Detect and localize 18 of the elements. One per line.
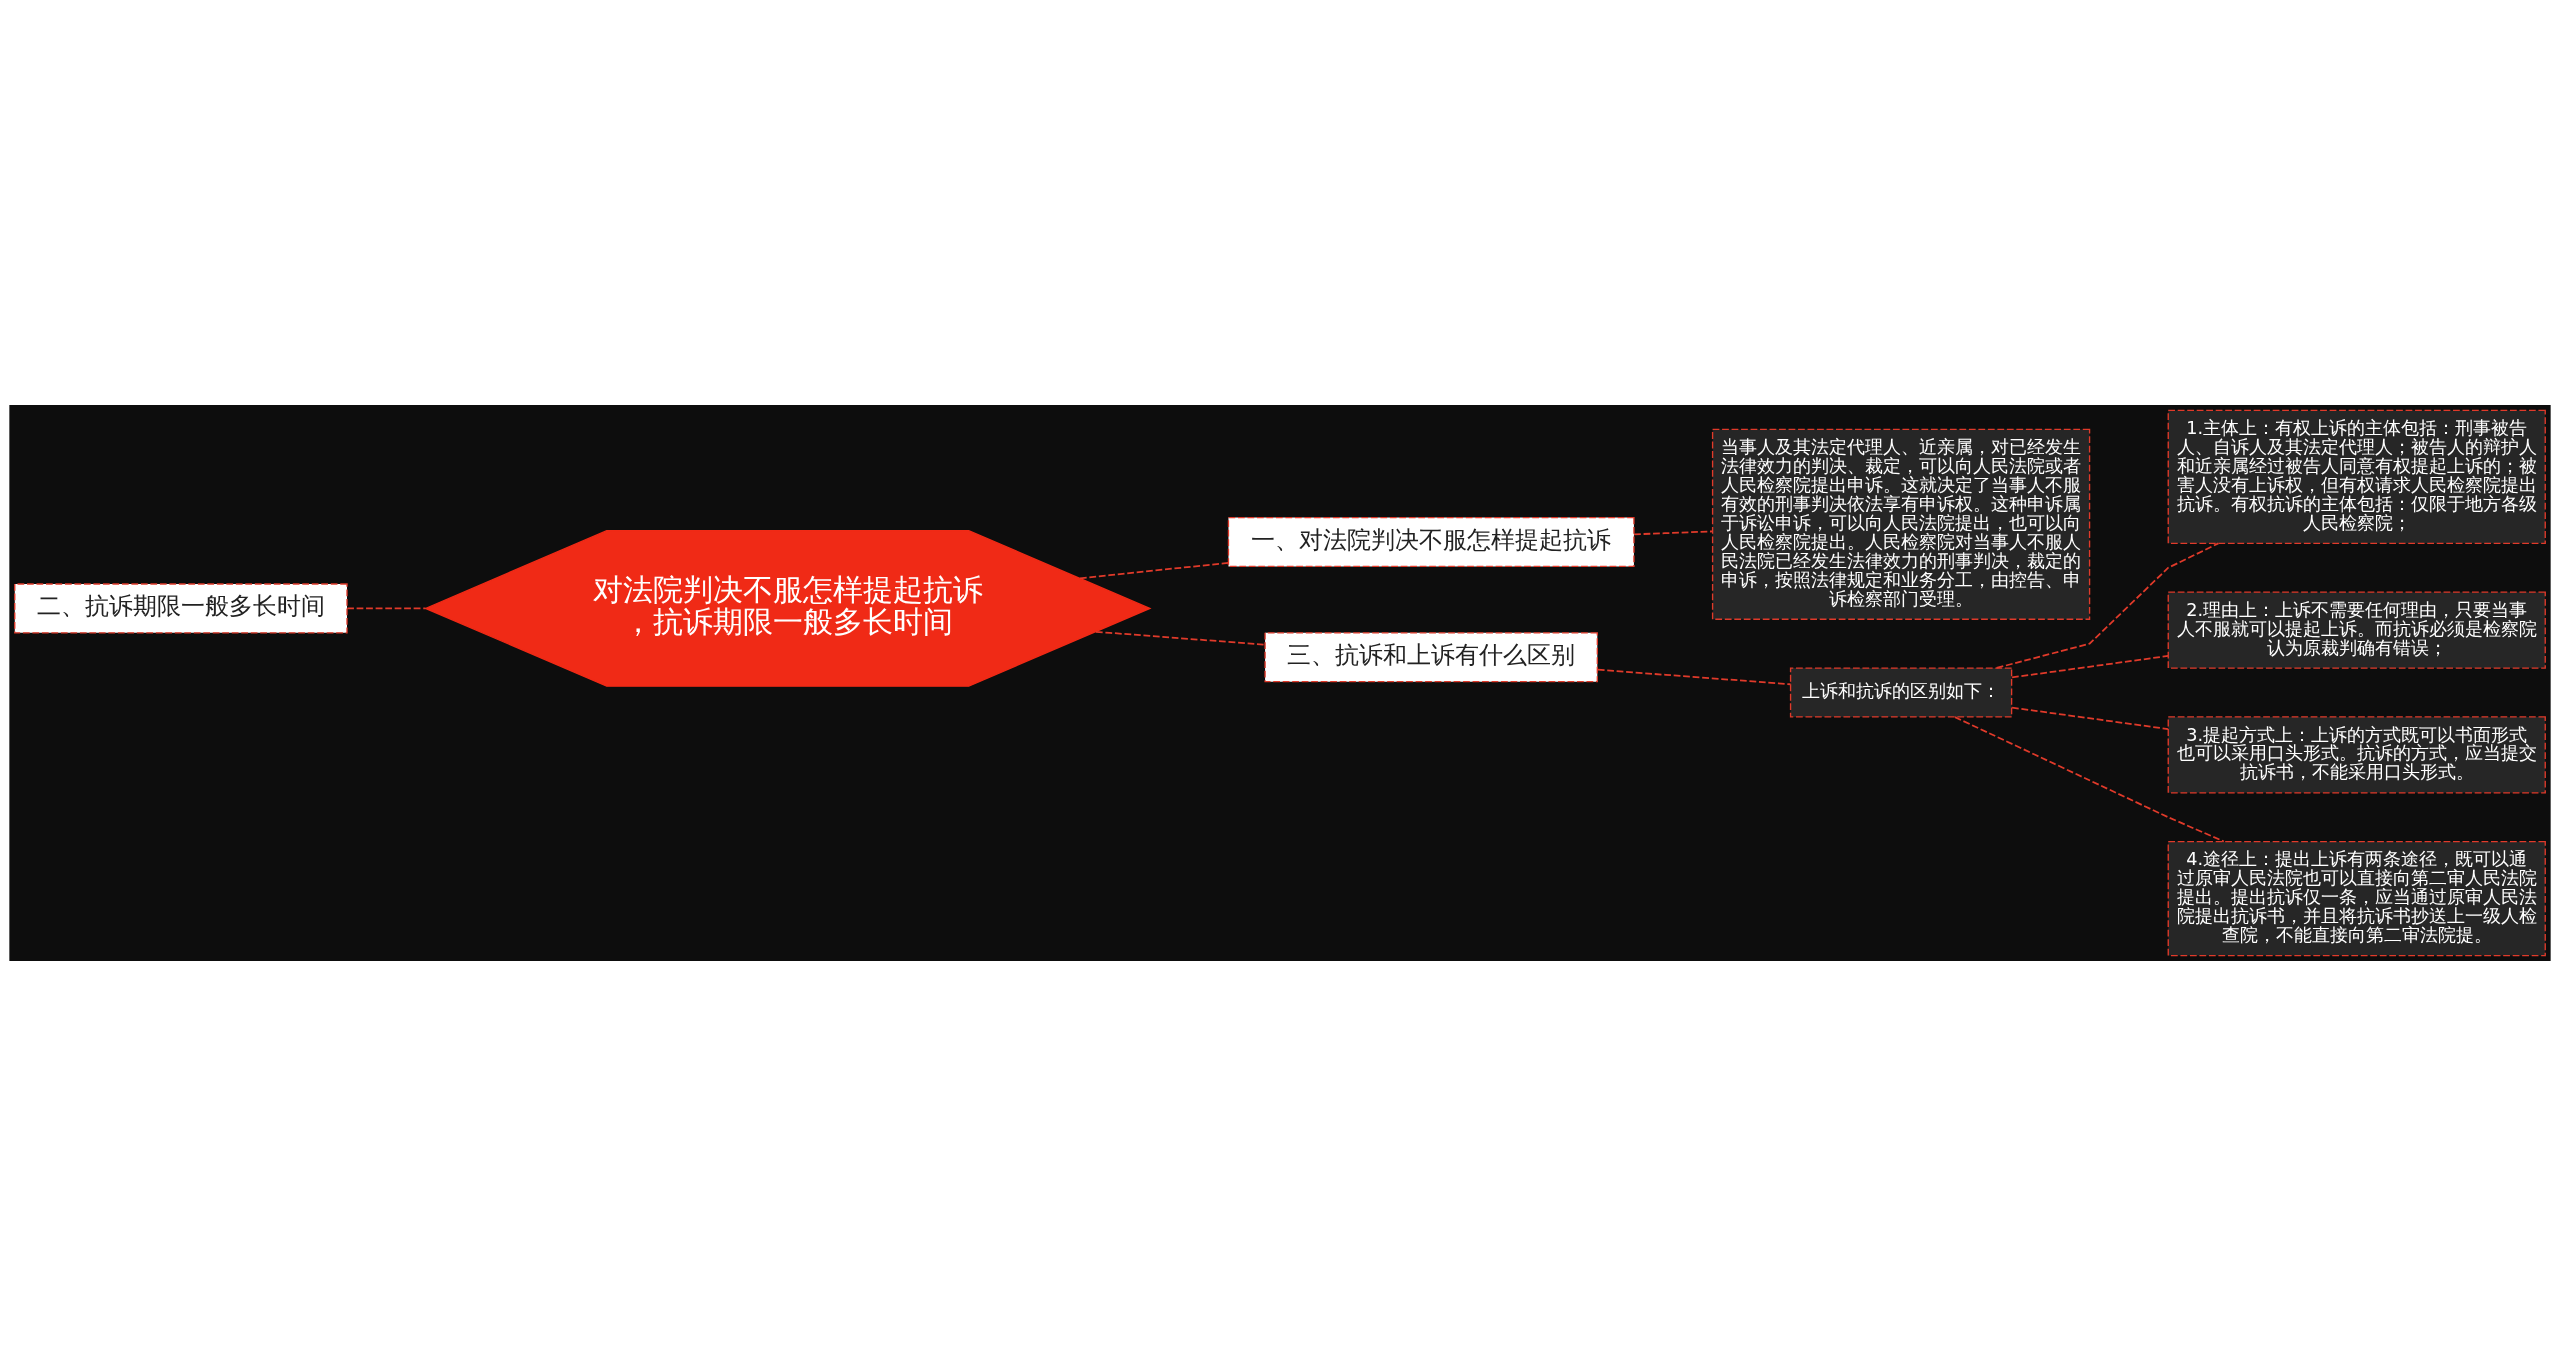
- connector: [1633, 530, 1714, 536]
- connector: [1094, 630, 1266, 646]
- connector: [1597, 668, 1792, 686]
- node-box: 1.主体上：有权上诉的主体包括：刑事被告人、自诉人及其法定代理人；被告人的辩护人和近亲属经过被告人同意有权提起上诉的；被害人没有上诉权，但有权请求人民检察院提出抗诉。有权抗诉的主体包括：仅限于地方各级人民检察院；: [2167, 409, 2546, 544]
- node-box: 3.提起方式上：上诉的方式既可以书面形式也可以采用口头形式。抗诉的方式，应当提交抗诉书，不能采用口头形式。: [2167, 716, 2546, 794]
- node-box: 4.途径上：提出上诉有两条途径，既可以通过原审人民法院也可以直接向第二审人民法院提出。提出抗诉仅一条，应当通过原审人民法院提出抗诉书，并且将抗诉书抄送上一级人检查院，不能直接向第二审法院提。: [2167, 841, 2546, 957]
- connector: [1079, 562, 1230, 580]
- node-box: 二、抗诉期限一般多长时间: [14, 583, 348, 634]
- node-box: 一、对法院判决不服怎样提起抗诉: [1227, 516, 1635, 568]
- connector: [2011, 706, 2169, 730]
- node-box: 当事人及其法定代理人、近亲属，对已经发生法律效力的判决、裁定，可以向人民法院或者人民检察院提出申诉。这就决定了当事人不服有效的刑事判决依法享有申诉权。这种申诉属于诉讼申诉，可以向人民法院提出，也可以向人民检察院提出。人民检察院对当事人不服人民法院已经发生法律效力的刑事判决，裁定的申诉，按照法律规定和业务分工，由控告、申诉检察部门受理。: [1711, 428, 2091, 620]
- connector: [1995, 542, 2220, 669]
- node-box: 2.理由上：上诉不需要任何理由，只要当事人不服就可以提起上诉。而抗诉必须是检察院认为原裁判确有错误；: [2167, 591, 2546, 669]
- node-box: 三、抗诉和上诉有什么区别: [1264, 632, 1598, 683]
- node-box: 上诉和抗诉的区别如下：: [1789, 667, 2013, 718]
- connector: [2011, 655, 2169, 679]
- connector: [1954, 716, 2225, 843]
- connector: [346, 607, 427, 610]
